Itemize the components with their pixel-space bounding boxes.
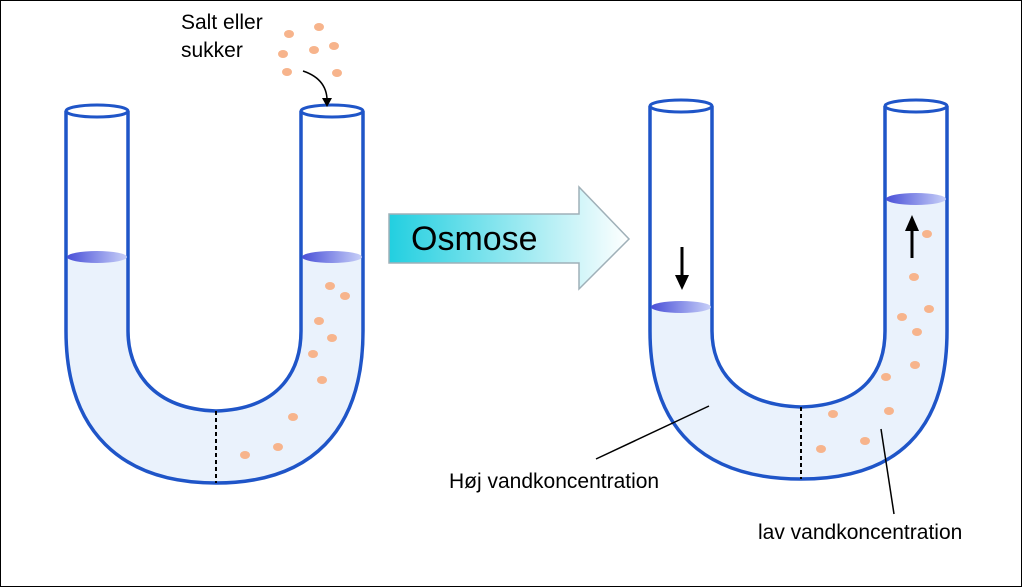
particle bbox=[317, 376, 327, 384]
particle bbox=[273, 443, 283, 451]
left-tube-right-surface bbox=[302, 251, 362, 263]
particle bbox=[912, 328, 922, 336]
high-water-label: Høj vandkoncentration bbox=[449, 470, 659, 493]
right-tube-liquid bbox=[650, 199, 947, 479]
particle bbox=[278, 50, 288, 58]
particle bbox=[910, 361, 920, 369]
particle bbox=[909, 273, 919, 281]
particle bbox=[332, 69, 342, 77]
particle bbox=[327, 334, 337, 342]
process-arrow-icon bbox=[388, 185, 631, 291]
down-arrow-icon bbox=[675, 247, 689, 290]
left-tube-liquid bbox=[66, 257, 363, 483]
particle bbox=[884, 407, 894, 415]
up-arrow-icon bbox=[905, 215, 919, 258]
left-u-tube bbox=[64, 103, 365, 485]
particle bbox=[282, 68, 292, 76]
left-tube-right-opening bbox=[299, 103, 365, 119]
solute-label-line2: sukker bbox=[181, 39, 243, 62]
left-tube-left-surface bbox=[67, 251, 127, 263]
right-tube-inner-outline bbox=[710, 106, 887, 409]
process-label: Osmose bbox=[411, 220, 538, 258]
right-tube-right-surface bbox=[886, 193, 946, 205]
solute-pointer-arrowhead bbox=[322, 98, 332, 107]
left-tube-inner-outline bbox=[126, 111, 303, 413]
particle bbox=[314, 317, 324, 325]
added-solute-particles bbox=[278, 23, 342, 77]
particle bbox=[924, 305, 934, 313]
particle bbox=[314, 23, 324, 31]
particle bbox=[828, 410, 838, 418]
right-u-tube bbox=[648, 98, 949, 481]
particle bbox=[922, 230, 932, 238]
particle bbox=[881, 373, 891, 381]
left-tube-particles bbox=[240, 282, 350, 459]
low-water-pointer bbox=[880, 428, 895, 515]
particle bbox=[284, 30, 294, 38]
particle bbox=[340, 292, 350, 300]
particle bbox=[288, 413, 298, 421]
particle bbox=[325, 282, 335, 290]
particle bbox=[329, 42, 339, 50]
particle bbox=[860, 437, 870, 445]
particle bbox=[816, 445, 826, 453]
solute-label-line1: Salt eller bbox=[181, 11, 263, 34]
particle bbox=[308, 350, 318, 358]
particle bbox=[240, 451, 250, 459]
low-water-label: lav vandkoncentration bbox=[758, 521, 962, 544]
right-tube-right-opening bbox=[883, 98, 949, 114]
right-tube-particles bbox=[816, 230, 934, 453]
right-tube-left-opening bbox=[648, 98, 714, 114]
right-tube-left-surface bbox=[651, 301, 711, 313]
high-water-pointer bbox=[595, 405, 710, 460]
particle bbox=[309, 46, 319, 54]
particle bbox=[897, 313, 907, 321]
left-tube-left-opening bbox=[64, 103, 130, 119]
